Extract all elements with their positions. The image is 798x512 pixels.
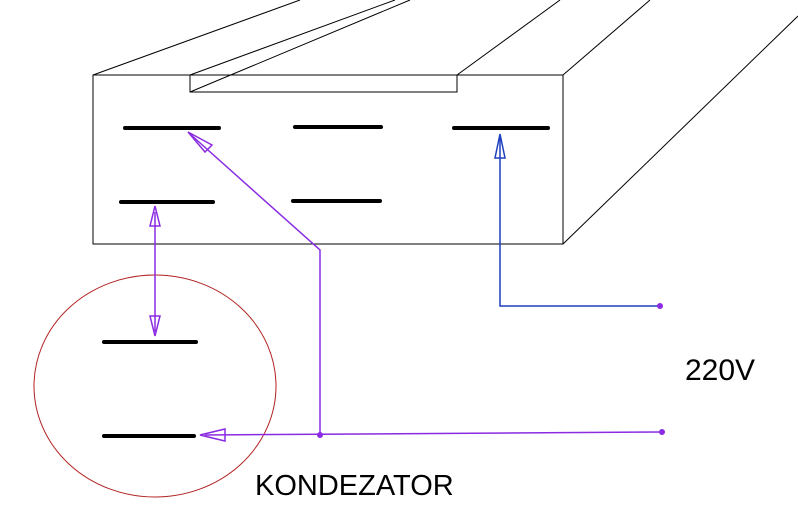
- housing-groove-back-2: [189, 0, 411, 93]
- wire-terminal-to-junction: [189, 133, 321, 435]
- voltage-label: 220V: [685, 354, 756, 387]
- wire-supply-top: [499, 138, 660, 307]
- housing-top-right-edge: [562, 0, 651, 76]
- capacitor-wiring: [149, 131, 665, 442]
- arrowhead-up-terminal: [149, 205, 161, 227]
- housing-top-left-edge: [92, 0, 301, 76]
- housing-right-bottom-edge: [562, 15, 798, 245]
- supply-terminal-bottom: [659, 429, 665, 435]
- connector-terminals: [119, 125, 550, 204]
- housing-groove-left: [93, 74, 563, 93]
- arrowhead-terminal-top-right: [494, 133, 506, 159]
- capacitor-label: KONDEZATOR: [255, 470, 454, 502]
- housing-front-face: [92, 74, 564, 245]
- wire-bottom-supply: [204, 431, 663, 436]
- arrowhead-down-capacitor: [149, 315, 161, 337]
- arrowhead-capacitor-bottom: [199, 428, 226, 442]
- housing-groove-back-1: [189, 0, 396, 76]
- housing-groove-back-3: [456, 0, 561, 76]
- supply-terminal-top: [657, 303, 663, 309]
- connector-housing: [92, 0, 798, 245]
- supply-wiring: [494, 133, 663, 309]
- arrowhead-terminal-top-left: [187, 131, 214, 154]
- junction-dot: [317, 432, 323, 438]
